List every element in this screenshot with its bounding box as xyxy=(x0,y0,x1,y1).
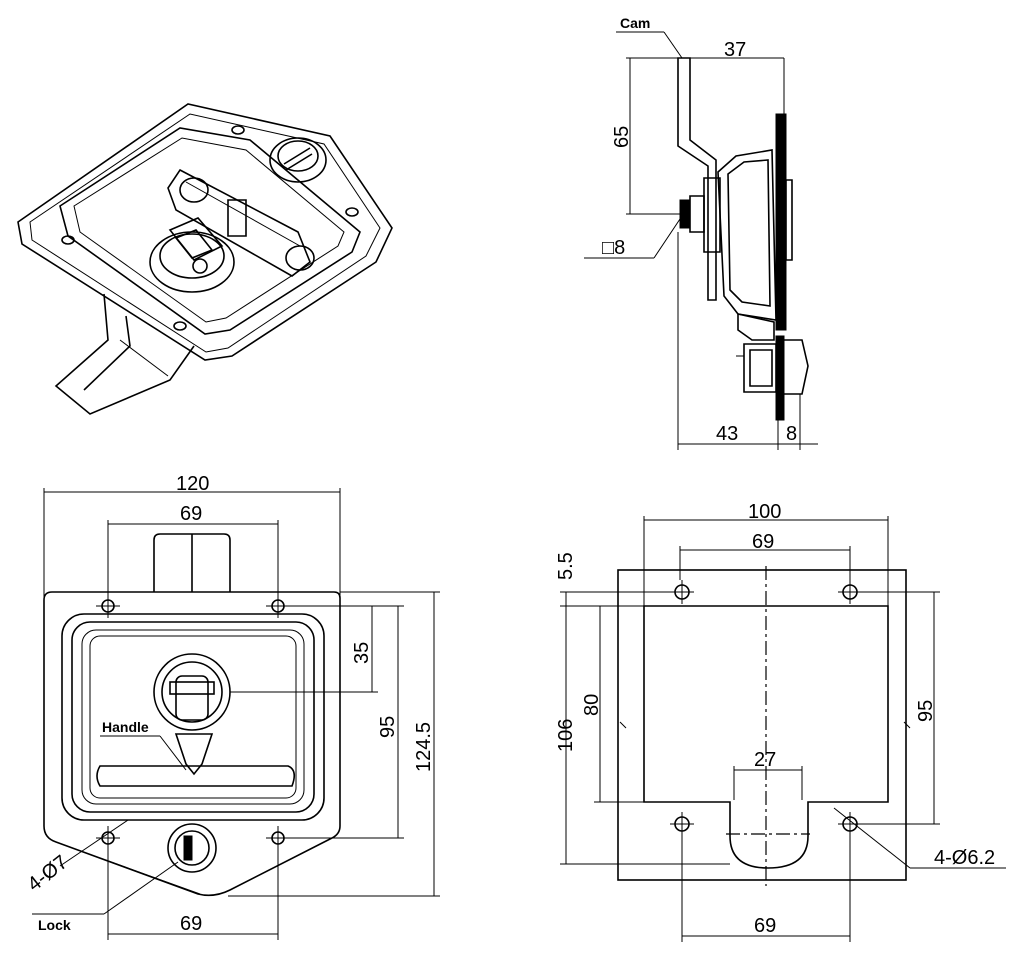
front-hole-top-right xyxy=(266,594,290,618)
dim-65: 65 xyxy=(611,126,633,148)
holes-front-label: 4-Ø7 xyxy=(24,851,73,896)
dim-124-5: 124.5 xyxy=(413,722,435,772)
dim-8: 8 xyxy=(786,423,797,445)
holes-back-label: 4-Ø6.2 xyxy=(934,847,995,869)
dim-69-back-bottom: 69 xyxy=(754,915,776,937)
dim-43: 43 xyxy=(716,423,738,445)
dim-69-back-top: 69 xyxy=(752,531,774,553)
dim-35: 35 xyxy=(351,642,373,664)
front-hole-top-left xyxy=(96,594,120,618)
dim-5-5: 5.5 xyxy=(555,552,577,580)
dim-106: 106 xyxy=(555,719,577,752)
back-hole-top-right xyxy=(838,580,862,604)
front-hole-bottom-left xyxy=(96,826,120,850)
dim-95-front: 95 xyxy=(377,716,399,738)
dim-120: 120 xyxy=(176,473,209,495)
handle-label: Handle xyxy=(102,719,149,735)
back-view: 100 69 5.5 80 xyxy=(555,501,1006,942)
dim-80: 80 xyxy=(581,694,603,716)
side-view: 37 Cam 65 □8 43 xyxy=(584,15,818,450)
front-hole-bottom-right xyxy=(266,826,290,850)
dim-69-top: 69 xyxy=(180,503,202,525)
dim-27: 27 xyxy=(754,749,776,771)
back-hole-top-left xyxy=(670,580,694,604)
isometric-view xyxy=(17,103,393,415)
dim-95-back: 95 xyxy=(915,700,937,722)
cam-label: Cam xyxy=(620,15,650,31)
front-view: 120 69 35 95 124.5 xyxy=(24,473,440,940)
back-hole-bottom-right xyxy=(838,812,862,836)
lock-label: Lock xyxy=(38,917,71,933)
dim-37: 37 xyxy=(724,39,746,61)
dim-69-bottom: 69 xyxy=(180,913,202,935)
square-8-label: □8 xyxy=(602,237,625,259)
back-hole-bottom-left xyxy=(670,812,694,836)
dim-100: 100 xyxy=(748,501,781,523)
